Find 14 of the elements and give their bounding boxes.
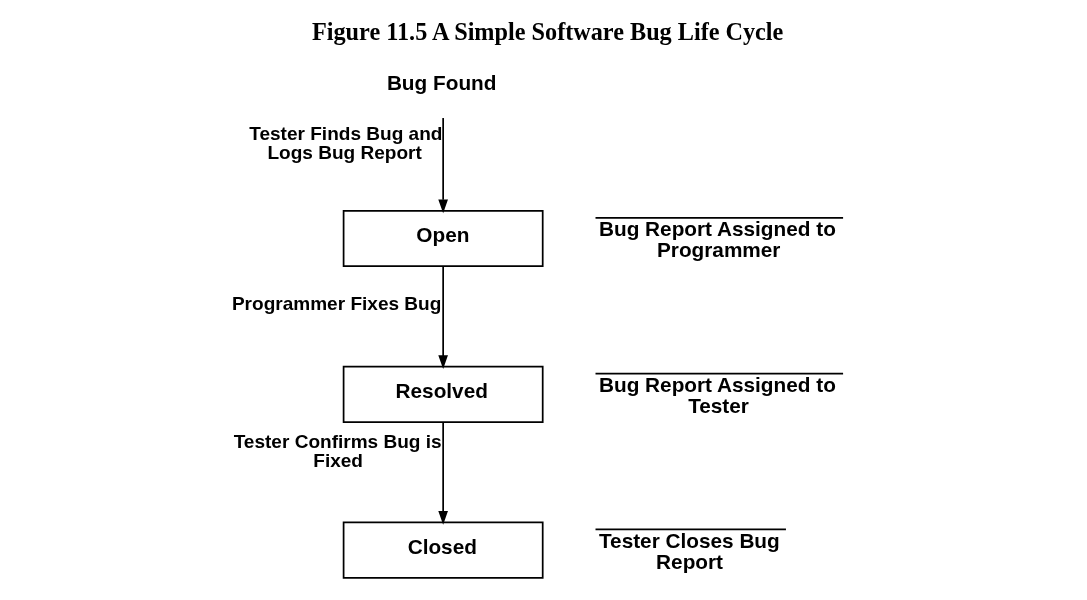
node-box: Resolved <box>342 365 544 423</box>
node-label: Tester Closes Bug Report <box>598 528 780 573</box>
edge-label: Tester Finds Bug and Logs Bug Report <box>248 122 442 163</box>
arrow <box>437 265 448 369</box>
diagram-title: Figure 11.5 A Simple Software Bug Life Cycle <box>311 17 783 45</box>
edge-label: Programmer Fixes Bug <box>231 292 441 314</box>
node-label: Bug Report Assigned to Programmer <box>598 217 836 261</box>
arrow <box>437 421 448 525</box>
node-label: Bug Report Assigned to Tester <box>598 372 836 417</box>
node-box: Open <box>342 209 544 268</box>
edge-label: Tester Confirms Bug is Fixed <box>233 431 442 472</box>
arrow <box>437 117 448 214</box>
node-box: Closed <box>342 521 544 579</box>
node-text: Bug Found <box>386 70 496 94</box>
